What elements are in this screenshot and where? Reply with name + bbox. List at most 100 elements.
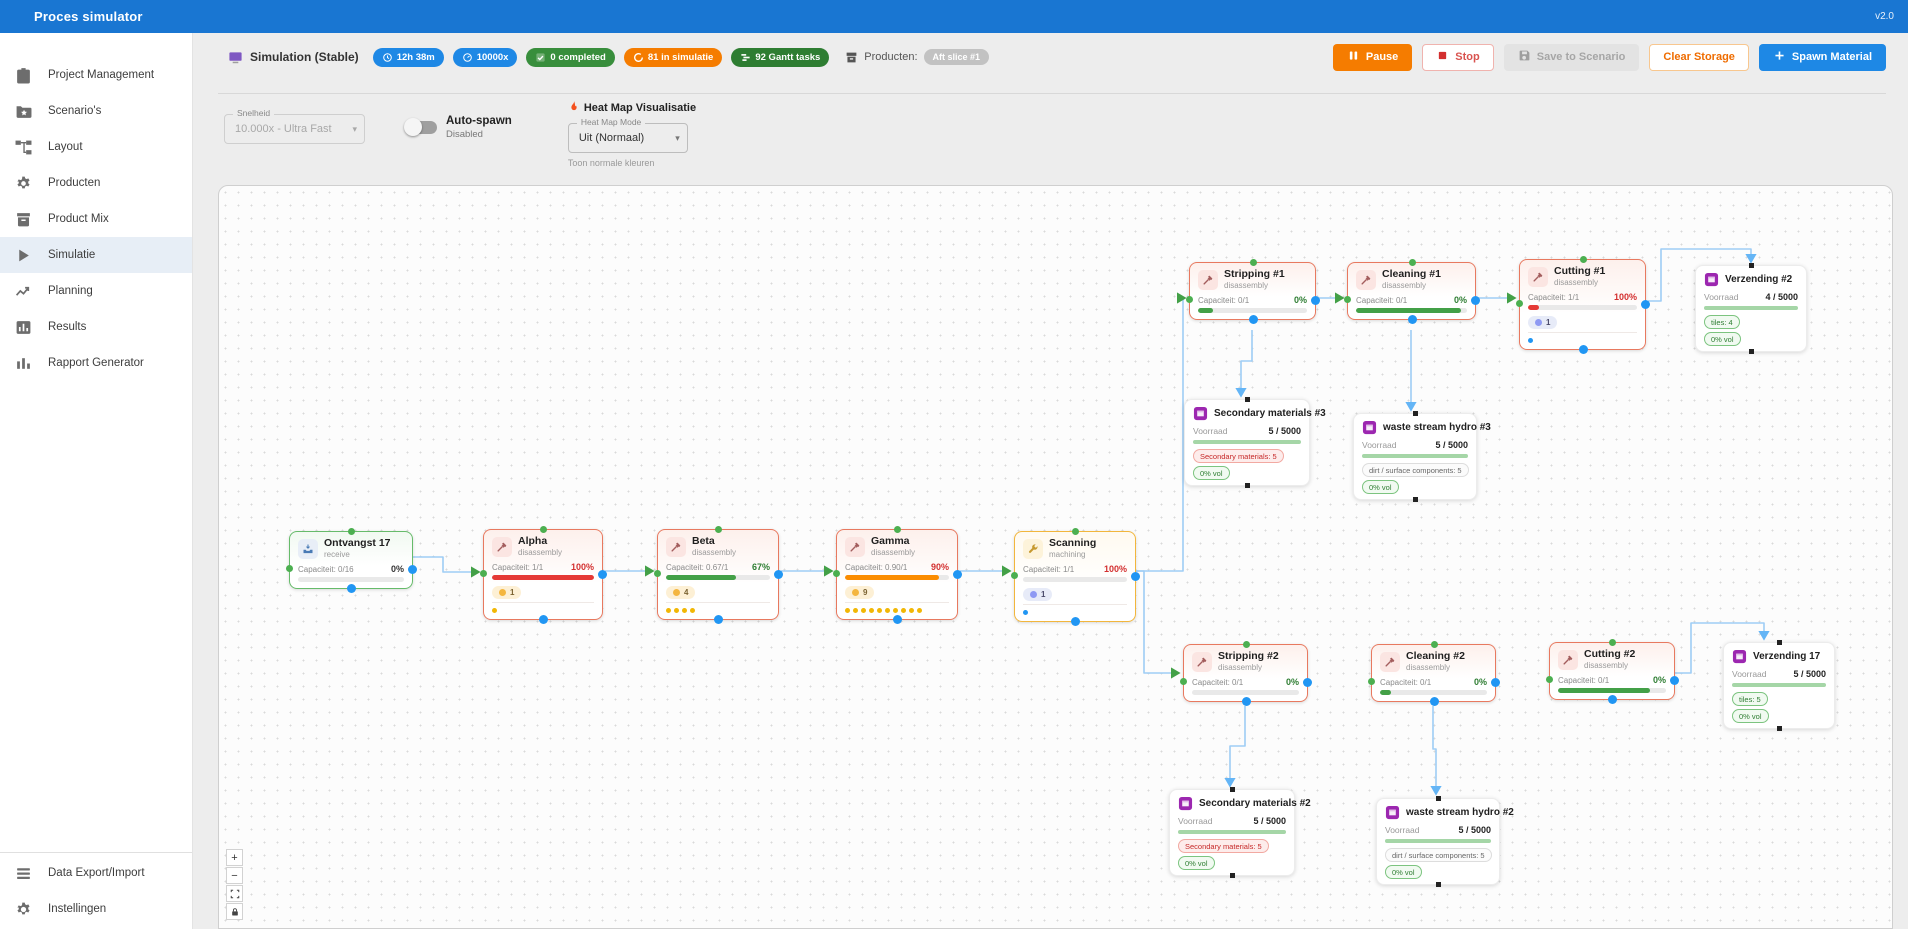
connection-handle[interactable] bbox=[1011, 572, 1018, 579]
connection-handle[interactable] bbox=[480, 570, 487, 577]
connection-handle[interactable] bbox=[1249, 259, 1257, 266]
back-button[interactable] bbox=[0, 0, 34, 35]
fit-view-button[interactable] bbox=[226, 885, 243, 902]
connection-handle[interactable] bbox=[598, 570, 607, 579]
connection-handle[interactable] bbox=[1072, 528, 1079, 535]
connection-handle[interactable] bbox=[654, 570, 661, 577]
connection-handle[interactable] bbox=[1131, 572, 1140, 581]
connection-handle[interactable] bbox=[1436, 882, 1441, 887]
connection-handle[interactable] bbox=[1471, 296, 1480, 305]
spawn-material-button[interactable]: Spawn Material bbox=[1758, 43, 1886, 71]
heatmap-mode-select[interactable]: Heat Map Mode Uit (Normaal) ▾ bbox=[567, 117, 688, 153]
store-pill: 0% vol bbox=[1193, 466, 1230, 480]
connection-handle[interactable] bbox=[1516, 300, 1523, 307]
connection-handle[interactable] bbox=[348, 528, 355, 535]
connection-handle[interactable] bbox=[1248, 315, 1258, 325]
connection-handle[interactable] bbox=[1186, 296, 1193, 303]
connection-handle[interactable] bbox=[408, 565, 417, 574]
stop-button[interactable]: Stop bbox=[1422, 43, 1494, 71]
connection-handle[interactable] bbox=[1344, 296, 1351, 303]
sidebar-item-scenario-s[interactable]: Scenario's bbox=[0, 93, 192, 129]
sidebar-item-data-export-import[interactable]: Data Export/Import bbox=[0, 855, 192, 891]
connection-handle[interactable] bbox=[833, 570, 840, 577]
connection-handle[interactable] bbox=[1609, 639, 1616, 646]
connection-handle[interactable] bbox=[1303, 678, 1312, 687]
connection-handle[interactable] bbox=[894, 526, 901, 533]
connection-handle[interactable] bbox=[1311, 296, 1320, 305]
connection-handle[interactable] bbox=[1777, 726, 1782, 731]
connection-handle[interactable] bbox=[347, 584, 356, 594]
connection-handle[interactable] bbox=[715, 526, 722, 533]
sidebar-item-rapport-generator[interactable]: Rapport Generator bbox=[0, 345, 192, 381]
connection-handle[interactable] bbox=[1230, 787, 1235, 792]
connection-handle[interactable] bbox=[1430, 641, 1438, 648]
connection-handle[interactable] bbox=[1579, 256, 1587, 263]
connection-handle[interactable] bbox=[1670, 676, 1679, 685]
sidebar-item-instellingen[interactable]: Instellingen bbox=[0, 891, 192, 927]
connection-handle[interactable] bbox=[1436, 796, 1441, 801]
connection-handle[interactable] bbox=[714, 615, 723, 625]
auto-spawn-toggle[interactable] bbox=[404, 118, 437, 136]
minus-button[interactable]: − bbox=[226, 867, 243, 884]
connection-handle[interactable] bbox=[1608, 695, 1617, 705]
connection-handle[interactable] bbox=[1071, 617, 1080, 627]
connection-handle[interactable] bbox=[1241, 697, 1251, 707]
connection-handle[interactable] bbox=[893, 615, 902, 625]
connection-handle[interactable] bbox=[1245, 397, 1250, 402]
sidebar-item-layout[interactable]: Layout bbox=[0, 129, 192, 165]
connection-handle[interactable] bbox=[1749, 263, 1754, 268]
connection-handle[interactable] bbox=[953, 570, 962, 579]
clear-storage-button[interactable]: Clear Storage bbox=[1649, 43, 1749, 71]
sidebar-item-results[interactable]: Results bbox=[0, 309, 192, 345]
sidebar-item-project-management[interactable]: Project Management bbox=[0, 57, 192, 93]
lock-button[interactable] bbox=[226, 903, 243, 920]
connection-handle[interactable] bbox=[1245, 483, 1250, 488]
connection-handle[interactable] bbox=[1546, 676, 1553, 683]
connection-handle[interactable] bbox=[1407, 315, 1417, 325]
sidebar-item-producten[interactable]: Producten bbox=[0, 165, 192, 201]
connection-handle[interactable] bbox=[1491, 678, 1500, 687]
sidebar-item-product-mix[interactable]: Product Mix bbox=[0, 201, 192, 237]
sidebar-item-simulatie[interactable]: Simulatie bbox=[0, 237, 192, 273]
connection-handle[interactable] bbox=[774, 570, 783, 579]
connection-handle[interactable] bbox=[1641, 300, 1650, 309]
connection-handle[interactable] bbox=[540, 526, 547, 533]
connection-handle[interactable] bbox=[1408, 259, 1416, 266]
utilization-percent: 90% bbox=[930, 562, 949, 573]
connection-handle[interactable] bbox=[1413, 497, 1418, 502]
connection-handle[interactable] bbox=[1180, 678, 1187, 685]
connection-handle[interactable] bbox=[1429, 697, 1439, 707]
connection-handle[interactable] bbox=[1413, 411, 1418, 416]
connection-handle[interactable] bbox=[286, 565, 293, 572]
pause-button[interactable]: Pause bbox=[1332, 43, 1413, 71]
connection-handle[interactable] bbox=[1578, 345, 1588, 355]
speed-select[interactable]: Snelheid 10.000x - Ultra Fast ▾ bbox=[224, 108, 365, 144]
plus-button[interactable]: + bbox=[226, 849, 243, 866]
connection-handle[interactable] bbox=[1368, 678, 1375, 685]
connection-handle[interactable] bbox=[539, 615, 548, 625]
connection-handle[interactable] bbox=[1749, 349, 1754, 354]
connection-handle[interactable] bbox=[1242, 641, 1250, 648]
sidebar-item-planning[interactable]: Planning bbox=[0, 273, 192, 309]
connection-handle[interactable] bbox=[1230, 873, 1235, 878]
connection-handle[interactable] bbox=[1777, 640, 1782, 645]
save-to-scenario-button[interactable]: Save to Scenario bbox=[1503, 43, 1640, 71]
